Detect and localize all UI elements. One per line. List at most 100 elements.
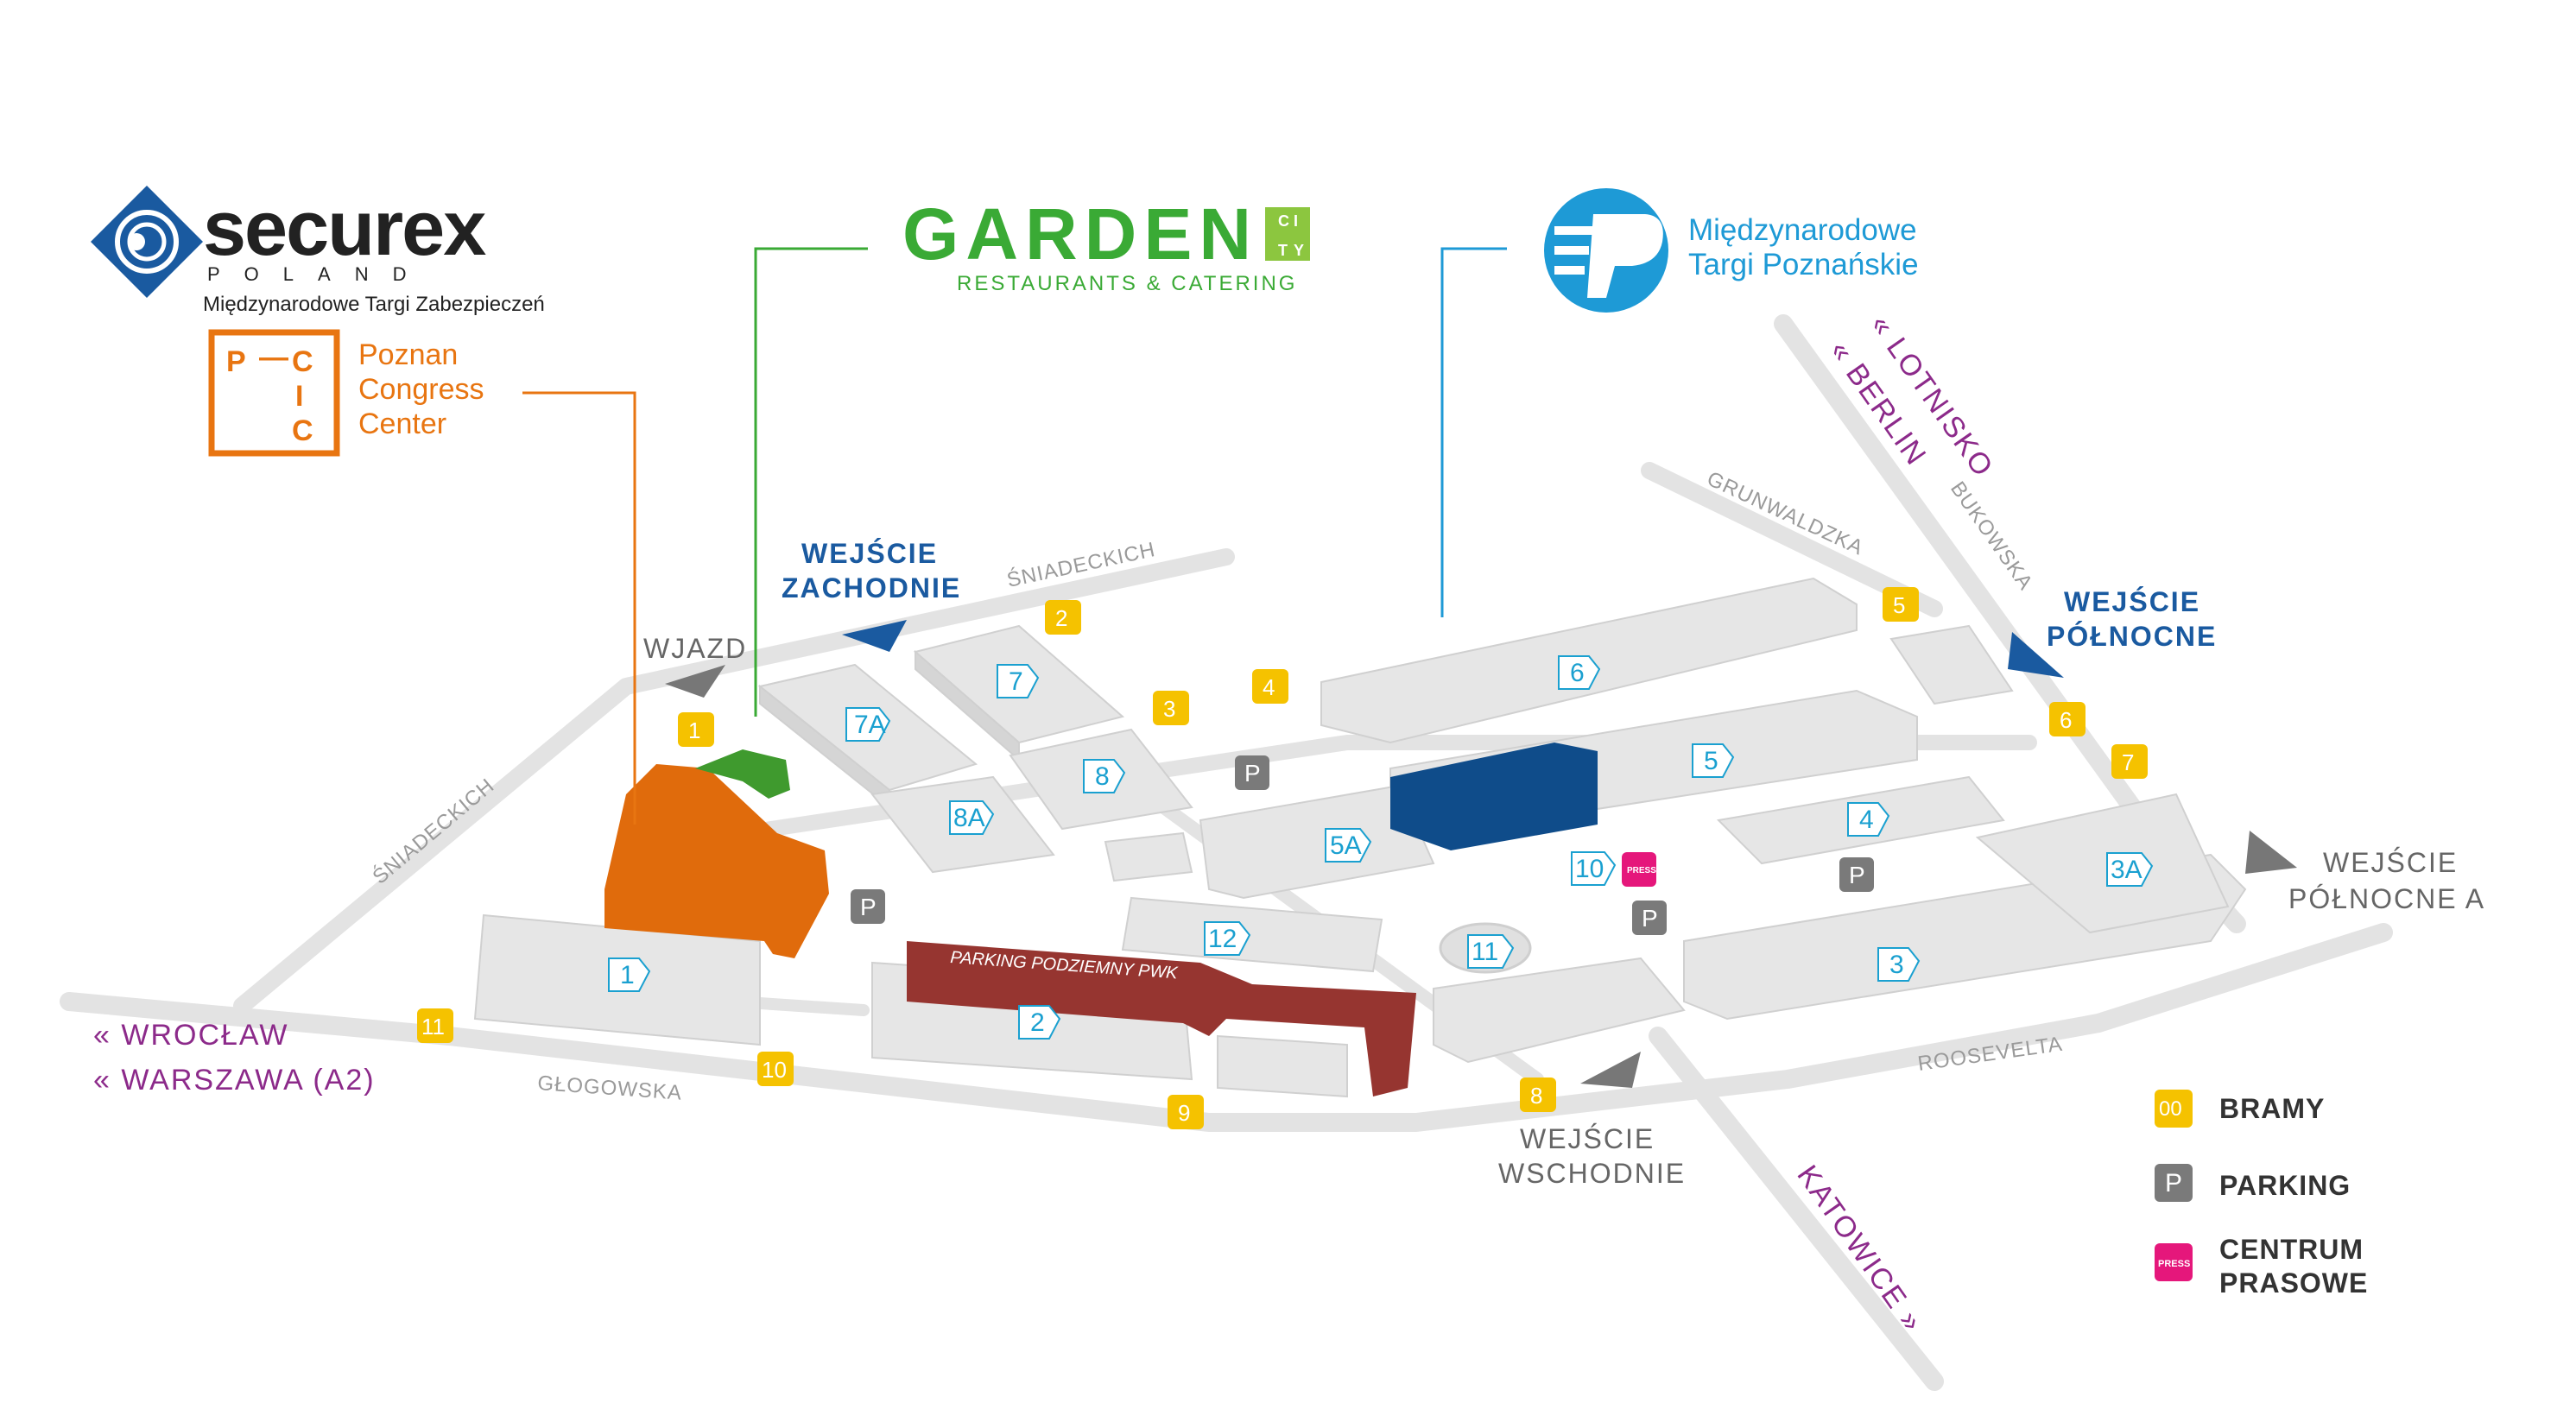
gate-5[interactable]: 5 xyxy=(1883,587,1919,622)
svg-text:12: 12 xyxy=(1208,925,1237,953)
direction-wroclaw: « WROCŁAW xyxy=(93,1019,288,1052)
hall-label-7a[interactable]: 7A xyxy=(845,707,891,742)
entrance-east[interactable]: WEJŚCIE WSCHODNIE xyxy=(1498,1052,1686,1189)
svg-text:PRESS: PRESS xyxy=(2158,1259,2190,1269)
garden-city-logo: GARDEN C I T Y RESTAURANTS & CATERING xyxy=(902,193,1310,295)
gate-10[interactable]: 10 xyxy=(757,1052,794,1086)
entrance-arrow-icon xyxy=(2008,632,2064,678)
svg-text:P: P xyxy=(860,894,877,920)
svg-text:7: 7 xyxy=(2122,749,2134,775)
svg-text:8: 8 xyxy=(1095,762,1110,791)
gate-8[interactable]: 8 xyxy=(1520,1078,1556,1112)
mtp-logo: Międzynarodowe Targi Poznańskie xyxy=(1544,188,1919,313)
svg-text:Poznan: Poznan xyxy=(358,338,458,371)
hall-label-4[interactable]: 4 xyxy=(1847,802,1890,837)
gate-7[interactable]: 7 xyxy=(2111,744,2148,779)
svg-text:PRESS: PRESS xyxy=(1627,866,1656,875)
gate-11[interactable]: 11 xyxy=(417,1008,453,1043)
entrance-wjazd[interactable]: WJAZD xyxy=(643,633,747,698)
svg-text:C: C xyxy=(1278,212,1289,230)
parking-marker[interactable]: P xyxy=(851,889,885,924)
parking-marker[interactable]: P xyxy=(1632,901,1667,935)
svg-text:securex: securex xyxy=(203,186,486,272)
hall-label-1[interactable]: 1 xyxy=(608,957,651,992)
svg-text:BRAMY: BRAMY xyxy=(2219,1093,2325,1124)
svg-text:Congress: Congress xyxy=(358,373,484,406)
small-block xyxy=(1104,831,1193,882)
svg-text:PARKING: PARKING xyxy=(2219,1170,2351,1201)
entrance-arrow-icon xyxy=(665,665,725,698)
pcc-logo: P — C I C Poznan Congress Center xyxy=(208,329,484,457)
street-katowice xyxy=(1649,1027,1944,1391)
entrance-west[interactable]: WEJŚCIE ZACHODNIE xyxy=(782,538,961,652)
parking-markers: P P P P xyxy=(851,755,1874,935)
securex-diamond-icon xyxy=(91,186,203,298)
svg-text:1: 1 xyxy=(620,961,635,989)
direction-katowice: KATOWICE » xyxy=(1790,1160,1929,1338)
svg-text:6: 6 xyxy=(1570,659,1585,687)
entrance-arrow-icon xyxy=(2245,831,2297,874)
north-east-block xyxy=(1889,624,2014,705)
svg-text:—: — xyxy=(259,341,288,374)
securex-logo: securex POLAND Międzynarodowe Targi Zabe… xyxy=(91,186,545,316)
legend: 00 BRAMY P PARKING PRESS CENTRUM PRASOWE xyxy=(2155,1090,2367,1299)
svg-text:8: 8 xyxy=(1530,1083,1542,1109)
svg-text:10: 10 xyxy=(762,1057,787,1083)
mtp-callout-line xyxy=(1440,247,1507,617)
hall-label-12[interactable]: 12 xyxy=(1204,921,1251,956)
svg-text:WSCHODNIE: WSCHODNIE xyxy=(1498,1158,1686,1189)
svg-text:GARDEN: GARDEN xyxy=(902,193,1258,275)
hall-label-5[interactable]: 5 xyxy=(1692,743,1735,778)
svg-text:WEJŚCIE: WEJŚCIE xyxy=(1520,1123,1655,1154)
svg-text:5: 5 xyxy=(1704,747,1718,775)
svg-text:9: 9 xyxy=(1178,1100,1190,1126)
hall-label-5a[interactable]: 5A xyxy=(1325,828,1372,863)
hall-label-8a[interactable]: 8A xyxy=(949,800,995,835)
gate-6[interactable]: 6 xyxy=(2049,702,2085,736)
svg-text:WJAZD: WJAZD xyxy=(643,633,747,664)
hall-labels: 7A 7 8 8A 6 5 5A 4 3A 3 1 2 12 11 10 xyxy=(608,655,2154,1040)
svg-text:Y: Y xyxy=(1294,242,1304,259)
garden-callout-line xyxy=(754,247,868,717)
svg-text:ZACHODNIE: ZACHODNIE xyxy=(782,572,961,604)
svg-text:P: P xyxy=(2165,1169,2182,1198)
svg-text:I: I xyxy=(295,380,303,413)
svg-text:Center: Center xyxy=(358,408,446,440)
svg-text:PÓŁNOCNE: PÓŁNOCNE xyxy=(2047,621,2217,652)
svg-text:6: 6 xyxy=(2060,707,2072,733)
gate-4[interactable]: 4 xyxy=(1252,669,1288,704)
hall-3a-building xyxy=(1975,793,2230,934)
svg-text:2: 2 xyxy=(1055,605,1067,631)
press-marker[interactable]: PRESS xyxy=(1622,852,1656,887)
hall-label-8[interactable]: 8 xyxy=(1083,759,1126,793)
svg-text:11: 11 xyxy=(421,1014,445,1040)
svg-text:4: 4 xyxy=(1263,674,1275,700)
svg-text:4: 4 xyxy=(1859,806,1874,834)
svg-text:5: 5 xyxy=(1893,592,1905,618)
svg-text:5A: 5A xyxy=(1330,831,1362,860)
hall-label-7[interactable]: 7 xyxy=(997,664,1040,698)
gate-3[interactable]: 3 xyxy=(1153,691,1189,725)
gate-2[interactable]: 2 xyxy=(1045,600,1081,635)
entrance-north[interactable]: WEJŚCIE PÓŁNOCNE xyxy=(2008,586,2217,678)
svg-text:Międzynarodowe Targi Zabezpiec: Międzynarodowe Targi Zabezpieczeń xyxy=(203,293,545,316)
entrance-north-a[interactable]: WEJŚCIE PÓŁNOCNE A xyxy=(2245,831,2485,914)
svg-text:00: 00 xyxy=(2159,1097,2182,1121)
parking-marker[interactable]: P xyxy=(1839,857,1874,892)
hall-label-6[interactable]: 6 xyxy=(1558,655,1601,690)
svg-text:P: P xyxy=(1849,862,1865,888)
hall-label-10[interactable]: 10 xyxy=(1571,851,1617,886)
hall-label-2[interactable]: 2 xyxy=(1018,1005,1061,1040)
svg-text:3: 3 xyxy=(1163,696,1175,722)
parking-marker[interactable]: P xyxy=(1235,755,1269,790)
hall-5a-building xyxy=(1199,784,1435,900)
underground-parking-area xyxy=(907,941,1416,1097)
gate-9[interactable]: 9 xyxy=(1168,1095,1204,1129)
direction-warszawa: « WARSZAWA (A2) xyxy=(93,1064,376,1097)
hall-label-3[interactable]: 3 xyxy=(1877,947,1921,982)
hall-label-11[interactable]: 11 xyxy=(1467,934,1515,969)
hall-label-3a[interactable]: 3A xyxy=(2106,852,2154,887)
gate-1[interactable]: 1 xyxy=(678,712,714,747)
legend-press: PRESS CENTRUM PRASOWE xyxy=(2155,1234,2367,1299)
